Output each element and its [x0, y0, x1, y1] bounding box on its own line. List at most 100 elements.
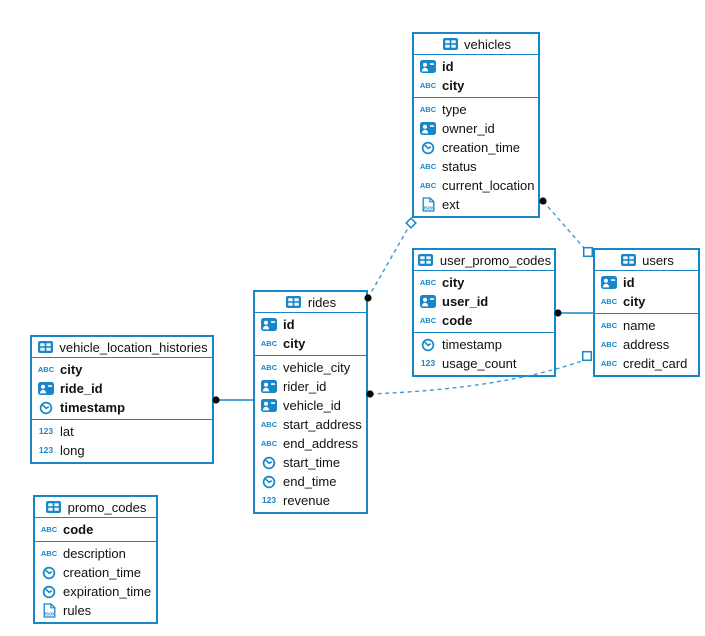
- column-row-usage_count[interactable]: 123 usage_count: [414, 354, 554, 373]
- clock-icon: [260, 475, 278, 489]
- column-name: city: [442, 275, 465, 290]
- column-name: ext: [442, 197, 460, 212]
- column-row-expiration_time[interactable]: expiration_time: [35, 582, 156, 601]
- svg-text:JSON: JSON: [43, 612, 55, 617]
- column-row-start_time[interactable]: start_time: [255, 453, 366, 472]
- table-title: promo_codes: [67, 499, 147, 515]
- column-row-rules[interactable]: JSON rules: [35, 601, 156, 620]
- relationship-vehicles-rides[interactable]: [364, 217, 417, 302]
- relationship-line[interactable]: [367, 222, 412, 299]
- column-name: current_location: [442, 178, 535, 193]
- column-name: start_address: [283, 417, 362, 432]
- column-name: status: [442, 159, 477, 174]
- column-row-creation_time[interactable]: creation_time: [35, 563, 156, 582]
- table-title: vehicles: [464, 36, 511, 52]
- column-row-city[interactable]: ABC city: [32, 360, 212, 379]
- clock-icon: [419, 141, 437, 155]
- id-badge-icon: [419, 60, 437, 73]
- abc-text-icon: ABC: [260, 362, 278, 372]
- relationship-vehicle_location_histories-rides[interactable]: [212, 396, 253, 404]
- column-name: user_id: [442, 294, 489, 309]
- column-row-ride_id[interactable]: ride_id: [32, 379, 212, 398]
- table-title: user_promo_codes: [439, 252, 552, 268]
- column-row-end_time[interactable]: end_time: [255, 472, 366, 491]
- column-row-user_id[interactable]: user_id: [414, 292, 554, 311]
- table-header[interactable]: users: [595, 250, 698, 271]
- table-header[interactable]: vehicle_location_histories: [32, 337, 212, 358]
- table-title: users: [642, 252, 674, 268]
- column-row-timestamp[interactable]: timestamp: [32, 398, 212, 417]
- column-name: owner_id: [442, 121, 495, 136]
- table-header[interactable]: rides: [255, 292, 366, 313]
- column-name: type: [442, 102, 467, 117]
- abc-text-icon: ABC: [37, 364, 55, 374]
- abc-text-icon: ABC: [419, 161, 437, 171]
- endpoint-square: [582, 246, 594, 258]
- relationship-user_promo_codes-users[interactable]: [554, 309, 593, 317]
- number-123-icon: 123: [38, 445, 54, 456]
- table-header[interactable]: promo_codes: [35, 497, 156, 518]
- column-name: credit_card: [623, 356, 688, 371]
- column-row-rider_id[interactable]: rider_id: [255, 377, 366, 396]
- column-row-vehicle_id[interactable]: vehicle_id: [255, 396, 366, 415]
- columns-section: timestamp 123 usage_count: [414, 332, 554, 375]
- column-row-city[interactable]: ABC city: [595, 292, 698, 311]
- relationship-line[interactable]: [542, 200, 585, 249]
- column-row-id[interactable]: id: [595, 273, 698, 292]
- table-header[interactable]: user_promo_codes: [414, 250, 554, 271]
- number-123-icon: 123: [420, 358, 436, 369]
- number-123-icon: 123: [261, 495, 277, 506]
- column-name: name: [623, 318, 656, 333]
- column-row-owner_id[interactable]: owner_id: [414, 119, 538, 138]
- column-row-id[interactable]: id: [255, 315, 366, 334]
- number-123-icon: 123: [38, 426, 54, 437]
- abc-text-icon: ABC: [600, 296, 618, 306]
- endpoint-dot: [539, 197, 547, 205]
- table-header[interactable]: vehicles: [414, 34, 538, 55]
- column-row-status[interactable]: ABC status: [414, 157, 538, 176]
- column-name: city: [60, 362, 83, 377]
- column-row-timestamp[interactable]: timestamp: [414, 335, 554, 354]
- column-name: ride_id: [60, 381, 103, 396]
- column-name: end_time: [283, 474, 337, 489]
- column-name: long: [60, 443, 85, 458]
- table-icon: [36, 341, 54, 353]
- column-name: rules: [63, 603, 92, 618]
- id-badge-icon: [419, 122, 437, 135]
- column-row-creation_time[interactable]: creation_time: [414, 138, 538, 157]
- column-row-id[interactable]: id: [414, 57, 538, 76]
- id-badge-icon: [37, 382, 55, 395]
- column-name: city: [623, 294, 646, 309]
- column-name: usage_count: [442, 356, 517, 371]
- column-row-long[interactable]: 123 long: [32, 441, 212, 460]
- column-name: timestamp: [60, 400, 126, 415]
